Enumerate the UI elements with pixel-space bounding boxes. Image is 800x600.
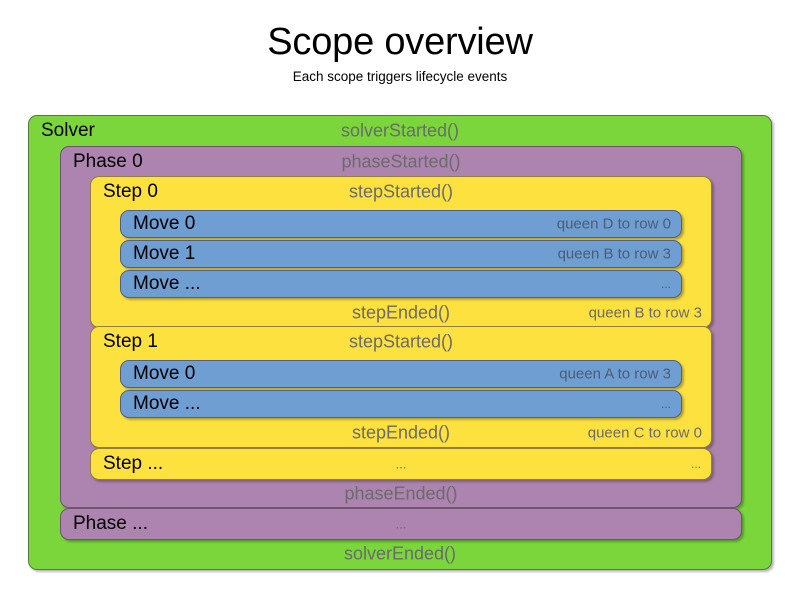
- page-header: Scope overview Each scope triggers lifec…: [0, 0, 800, 84]
- move-note: queen B to row 3: [557, 245, 671, 263]
- step-1-scope-label: Step 1: [103, 331, 158, 352]
- step-more-scope-box[interactable]: Step ... ... ...: [90, 448, 712, 480]
- move-label: Move ...: [133, 273, 201, 294]
- step-1-ended-event: stepEnded(): [351, 422, 451, 443]
- move-label: Move 0: [133, 363, 196, 384]
- page-title: Scope overview: [267, 21, 533, 63]
- phase-more-center-ellipsis: ...: [395, 516, 407, 532]
- move-row[interactable]: Move ... ...: [120, 270, 682, 298]
- page-subtitle: Each scope triggers lifecycle events: [292, 69, 508, 85]
- solver-header-row: Solver: [29, 116, 771, 146]
- solver-started-event: solverStarted(): [340, 120, 460, 141]
- step-more-center-ellipsis: ...: [395, 456, 407, 472]
- move-note: ...: [660, 277, 671, 291]
- solver-ended-event: solverEnded(): [343, 543, 457, 564]
- step-1-header-row: Step 1: [91, 327, 711, 357]
- move-note: queen A to row 3: [559, 365, 671, 383]
- move-row[interactable]: Move 1 queen B to row 3: [120, 240, 682, 268]
- phase-more-label: Phase ...: [73, 513, 148, 534]
- step-0-started-event: stepStarted(): [348, 181, 454, 202]
- move-row[interactable]: Move 0 queen D to row 0: [120, 210, 682, 238]
- move-row[interactable]: Move 0 queen A to row 3: [120, 360, 682, 388]
- phase-0-ended-event: phaseEnded(): [344, 483, 458, 504]
- move-label: Move 1: [133, 243, 196, 264]
- move-row[interactable]: Move ... ...: [120, 390, 682, 418]
- step-more-note: ...: [690, 457, 701, 471]
- solver-scope-label: Solver: [41, 120, 95, 141]
- step-more-label: Step ...: [103, 453, 164, 474]
- phase-0-header-row: Phase 0: [61, 147, 741, 177]
- step-1-ended-note: queen C to row 0: [587, 424, 702, 442]
- phase-0-scope-label: Phase 0: [73, 151, 143, 172]
- phase-more-scope-box[interactable]: Phase ... ...: [60, 508, 742, 540]
- step-0-ended-note: queen B to row 3: [588, 304, 702, 322]
- move-note: ...: [660, 397, 671, 411]
- move-note: queen D to row 0: [556, 215, 671, 233]
- move-label: Move 0: [133, 213, 196, 234]
- step-1-started-event: stepStarted(): [348, 331, 454, 352]
- step-0-scope-label: Step 0: [103, 181, 158, 202]
- step-0-ended-event: stepEnded(): [351, 302, 451, 323]
- step-0-header-row: Step 0: [91, 177, 711, 207]
- move-label: Move ...: [133, 393, 201, 414]
- phase-0-started-event: phaseStarted(): [341, 151, 461, 172]
